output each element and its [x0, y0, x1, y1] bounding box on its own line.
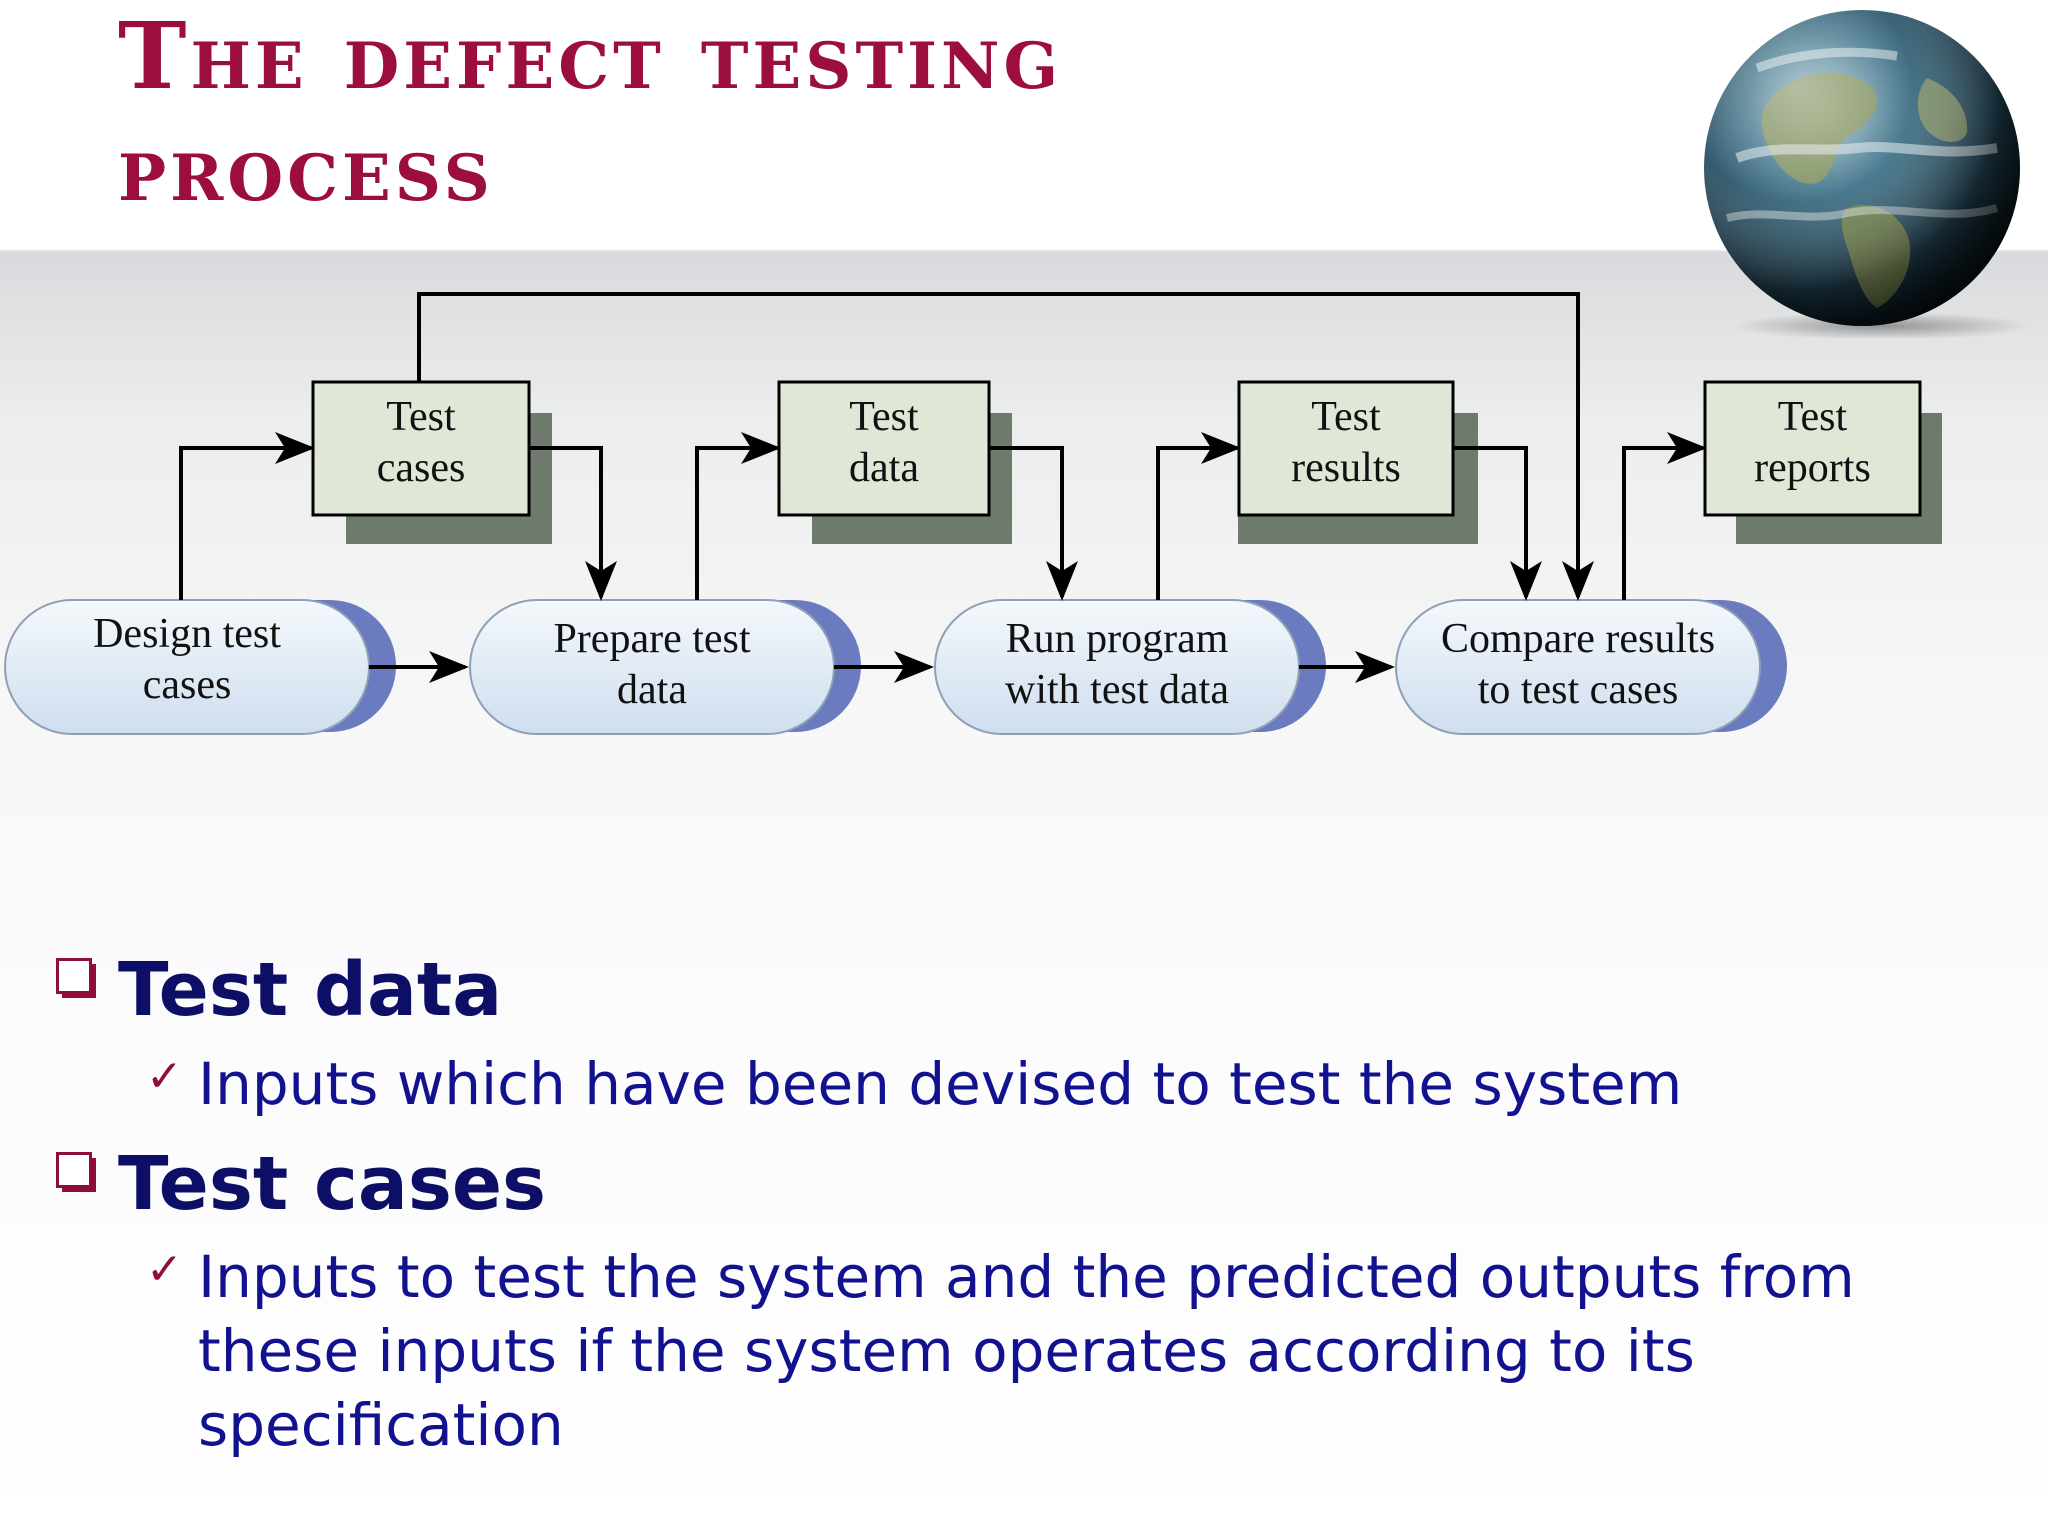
defect-testing-diagram [4, 292, 1942, 735]
arrow-prepare-to-test-data [695, 432, 781, 600]
bullet-heading-test-data: Test data [118, 947, 503, 1033]
data-box-test-reports [1703, 380, 1922, 517]
checkmark-icon: ✓ [146, 1051, 183, 1102]
process-pills [4, 599, 1761, 735]
data-box-test-data [777, 380, 991, 517]
arrow-test-results-to-compare [1453, 446, 1542, 601]
data-box-test-cases [311, 380, 531, 517]
globe-icon [1704, 10, 2027, 338]
checkmark-icon: ✓ [146, 1244, 183, 1295]
bullet-text-test-cases-line-1: Inputs to test the system and the predic… [198, 1243, 1855, 1311]
hollow-square-icon [56, 958, 96, 998]
hollow-square-icon [56, 1152, 96, 1192]
flow-arrows [179, 292, 1707, 683]
arrow-test-cases-to-compare [417, 292, 1594, 601]
data-box-test-results [1237, 380, 1455, 517]
bullet-text-test-cases-line-2: these inputs if the system operates acco… [198, 1317, 1695, 1385]
slide-title: The defect testing process [118, 2, 1063, 222]
data-box-shadows [346, 413, 1942, 544]
arrow-run-to-test-results [1156, 432, 1241, 600]
arrow-test-data-to-run [989, 446, 1078, 601]
bullet-text-test-data: Inputs which have been devised to test t… [198, 1050, 1683, 1118]
arrow-design-to-test-cases [179, 432, 315, 600]
arrow-test-cases-to-prepare [529, 446, 617, 601]
data-boxes [311, 380, 1922, 517]
arrow-compare-to-test-reports [1622, 432, 1707, 600]
bullet-heading-test-cases: Test cases [118, 1141, 547, 1227]
bullet-text-test-cases-line-3: specification [198, 1391, 564, 1459]
